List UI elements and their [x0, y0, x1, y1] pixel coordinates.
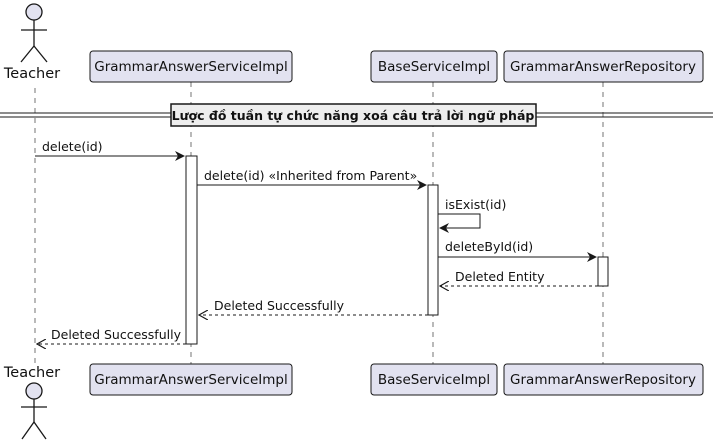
message-label: delete(id) «Inherited from Parent»: [204, 168, 417, 183]
participant-label: BaseServiceImpl: [378, 372, 490, 388]
participant-label: GrammarAnswerServiceImpl: [94, 372, 287, 388]
participant-grammar-answer-repository-top: GrammarAnswerRepository: [503, 50, 704, 83]
message-label: delete(id): [42, 139, 103, 154]
message-label: isExist(id): [445, 197, 506, 212]
activation-base-service-impl: [427, 184, 439, 316]
actor-head-icon: [25, 382, 43, 400]
activation-grammar-answer-service-impl: [185, 155, 198, 345]
message-is-exist: isExist(id): [438, 197, 506, 233]
message-delete: delete(id): [35, 139, 185, 161]
actor-label-bottom: Teacher: [3, 365, 60, 381]
participant-label: GrammarAnswerServiceImpl: [94, 59, 287, 75]
participant-grammar-answer-service-impl-top: GrammarAnswerServiceImpl: [89, 50, 293, 83]
actor-head-icon: [25, 3, 43, 21]
participant-label: GrammarAnswerRepository: [510, 59, 696, 75]
participant-grammar-answer-repository-bottom: GrammarAnswerRepository: [503, 363, 704, 396]
participant-base-service-impl-bottom: BaseServiceImpl: [370, 363, 498, 396]
message-deleted-successfully-teacher: Deleted Successfully: [37, 327, 186, 344]
participant-label: GrammarAnswerRepository: [510, 372, 696, 388]
message-deleted-successfully-service: Deleted Successfully: [199, 298, 428, 315]
message-label: Deleted Entity: [455, 269, 545, 284]
message-deleted-entity: Deleted Entity: [440, 269, 598, 286]
activation-grammar-answer-repository: [597, 256, 609, 287]
message-label: Deleted Successfully: [51, 327, 182, 342]
message-delete-inherited: delete(id) «Inherited from Parent»: [197, 168, 427, 190]
message-label: deleteById(id): [445, 239, 533, 254]
message-label: Deleted Successfully: [214, 298, 345, 313]
actor-teacher-top: Teacher: [3, 3, 60, 82]
actor-label-top: Teacher: [3, 66, 60, 82]
divider-label: Lược đồ tuần tự chức năng xoá câu trả lờ…: [172, 108, 535, 123]
message-delete-by-id: deleteById(id): [438, 239, 597, 262]
actor-teacher-bottom: Teacher: [3, 365, 60, 440]
divider: Lược đồ tuần tự chức năng xoá câu trả lờ…: [0, 103, 713, 127]
participant-grammar-answer-service-impl-bottom: GrammarAnswerServiceImpl: [89, 363, 293, 396]
participant-label: BaseServiceImpl: [378, 59, 490, 75]
participant-base-service-impl-top: BaseServiceImpl: [370, 50, 498, 83]
